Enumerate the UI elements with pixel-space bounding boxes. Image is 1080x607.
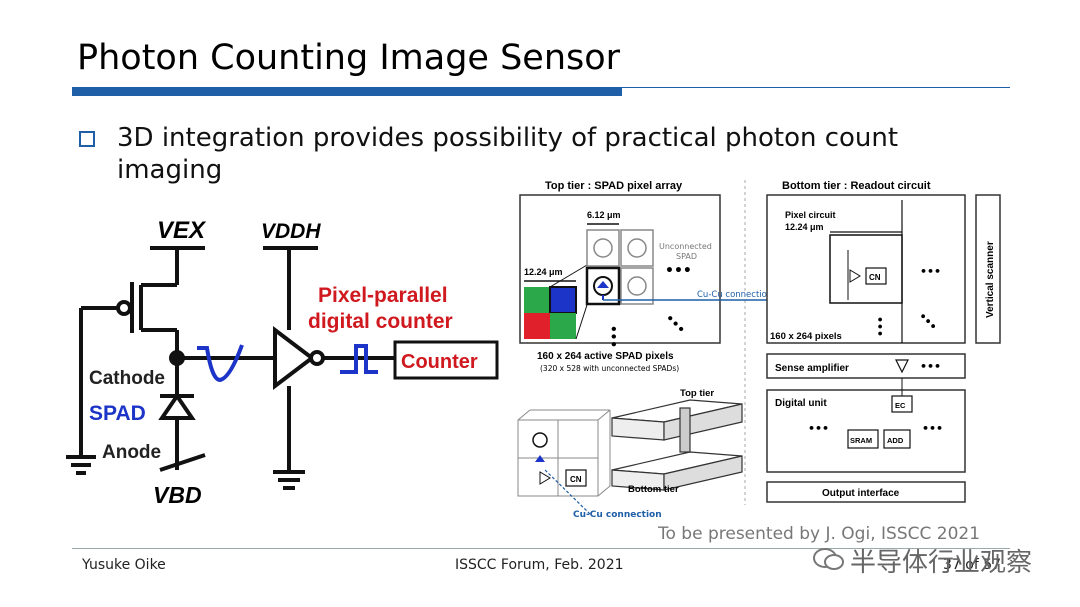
analog-pulse-waveform — [197, 344, 244, 383]
label-vex: VEX — [157, 217, 207, 244]
stacked-die-illustration — [611, 399, 743, 491]
stack-bottom-tier: Bottom tier — [628, 484, 679, 495]
cathode-node — [169, 350, 185, 366]
bullet-text: 3D integration provides possibility of p… — [117, 123, 899, 185]
slide-title: Photon Counting Image Sensor — [77, 38, 621, 78]
zoomed-spad-cells — [585, 229, 654, 306]
digital-unit-label: Digital unit — [775, 398, 827, 409]
cu-cu-label-stack: Cu-Cu connection — [573, 510, 662, 520]
label-digital-counter: digital counter — [308, 310, 453, 333]
add-label: ADD — [887, 436, 904, 445]
footer-event: ISSCC Forum, Feb. 2021 — [455, 557, 624, 573]
title-underline-bar — [72, 87, 622, 96]
label-vddh: VDDH — [261, 220, 321, 243]
pixel-cube-illustration — [517, 409, 611, 497]
bottom-tier-heading: Bottom tier : Readout circuit — [782, 180, 931, 192]
vertical-scanner-label: Vertical scanner — [985, 241, 996, 318]
dim-large: 12.24 μm — [524, 267, 563, 277]
cu-cu-label-top: Cu-Cu connection — [697, 290, 772, 300]
dim-small: 6.12 μm — [587, 210, 621, 220]
presentation-credit: To be presented by J. Ogi, ISSCC 2021 — [658, 524, 981, 544]
wechat-icon — [813, 548, 844, 570]
ec-label: EC — [895, 401, 906, 410]
label-anode: Anode — [102, 442, 161, 463]
watermark-text: 半导体行业观察 — [850, 548, 1033, 578]
counter-box — [393, 340, 499, 380]
label-pixel-parallel: Pixel-parallel — [318, 284, 448, 307]
spad-circuit — [66, 246, 395, 490]
cn-bottom: CN — [869, 273, 881, 282]
top-caption-1: 160 x 264 active SPAD pixels — [537, 351, 674, 362]
top-tier-heading: Top tier : SPAD pixel array — [545, 180, 683, 192]
spad-diode-icon — [158, 392, 196, 420]
unconnected-label-1: Unconnected — [659, 242, 712, 251]
vertical-scanner-box — [975, 194, 1001, 344]
output-interface-label: Output interface — [822, 488, 900, 499]
stack-top-tier: Top tier — [680, 388, 714, 399]
top-caption-2: (320 x 528 with unconnected SPADs) — [540, 364, 679, 373]
ellipsis-du-2: ••• — [922, 422, 943, 435]
ellipsis-v: ••• — [606, 325, 620, 348]
label-cathode: Cathode — [89, 368, 165, 389]
bullet-square-icon — [79, 131, 95, 147]
cn-stack: CN — [570, 475, 582, 484]
sense-amplifier-box — [766, 353, 966, 379]
label-spad: SPAD — [89, 402, 146, 425]
digital-pulse-waveform — [340, 344, 378, 374]
ellipsis-bottom-h: ••• — [920, 265, 941, 278]
ellipsis-du-1: ••• — [808, 422, 829, 435]
sense-amplifier-label: Sense amplifier — [775, 363, 849, 374]
unconnected-label-2: SPAD — [676, 252, 697, 261]
footer-author: Yusuke Oike — [82, 557, 166, 573]
ellipsis-bottom-v: ••• — [873, 316, 886, 337]
pixels-label: 160 x 264 pixels — [770, 331, 842, 342]
pixel-circuit-label-2: 12.24 μm — [785, 222, 824, 232]
output-interface-box — [766, 481, 966, 503]
footer-divider — [72, 548, 1010, 549]
label-vbd: VBD — [153, 482, 202, 508]
ellipsis-sense: ••• — [920, 360, 941, 373]
spad-pixel-array — [524, 286, 577, 339]
label-counter: Counter — [401, 351, 478, 373]
ellipsis-h: ••• — [665, 263, 692, 279]
footer-page-number: 37 of 57 — [943, 557, 1002, 573]
pixel-circuit-label-1: Pixel circuit — [785, 210, 836, 220]
sram-label: SRAM — [850, 436, 872, 445]
title-underline-thin — [622, 87, 1010, 88]
